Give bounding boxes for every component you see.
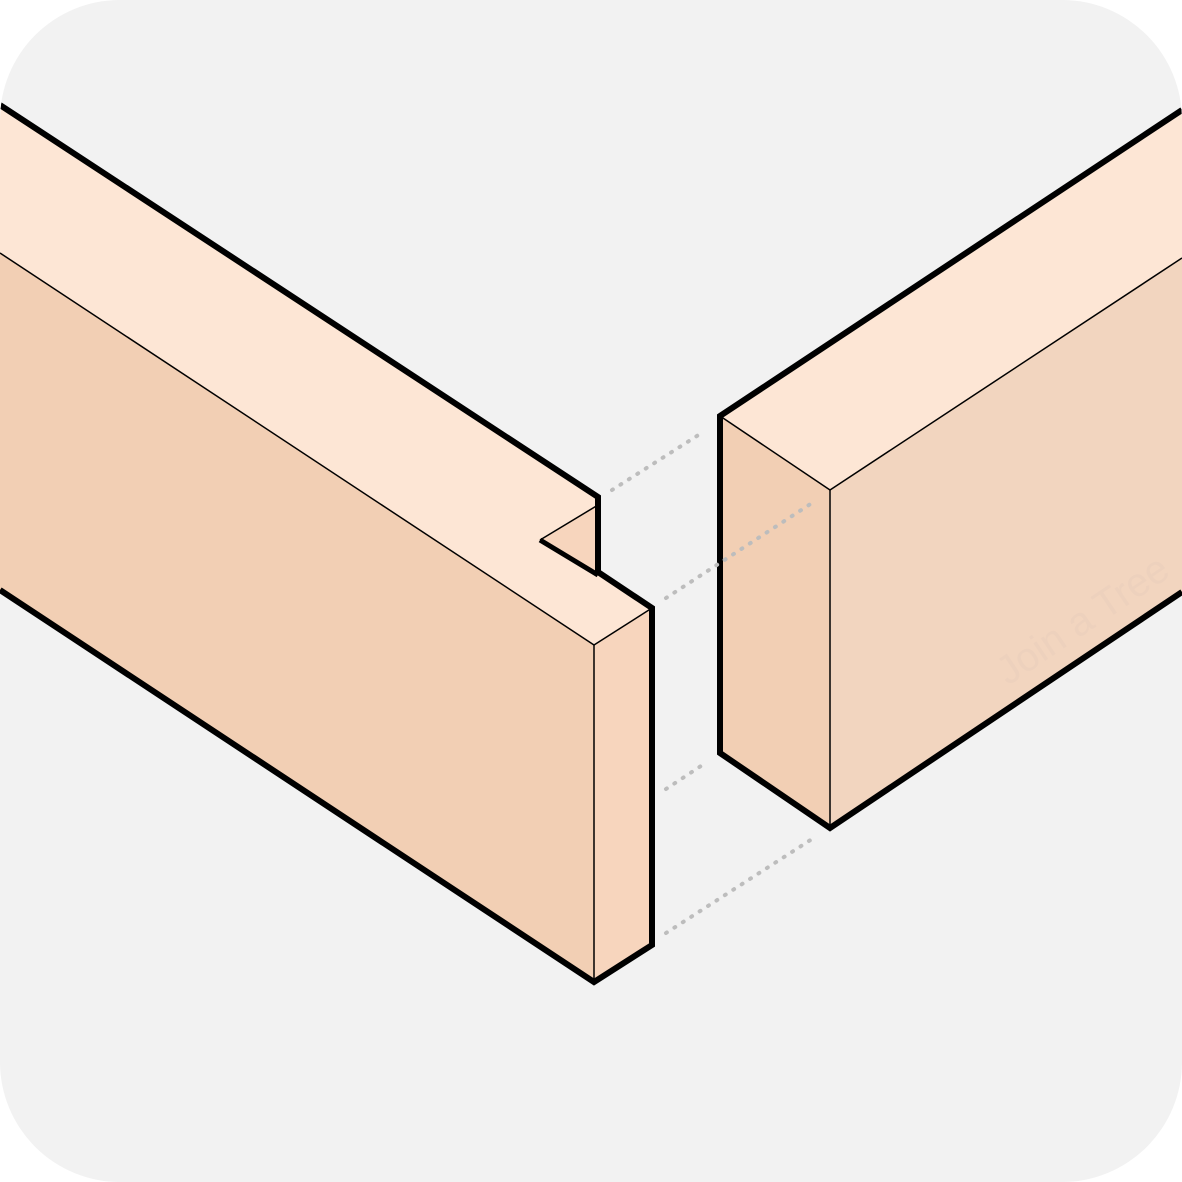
guide-line — [664, 501, 814, 600]
right-board-top-face — [720, 110, 1182, 490]
right-board-side-face — [830, 258, 1182, 828]
left-board-edge-line — [539, 504, 599, 541]
right-board-edge-line — [829, 257, 1182, 491]
alignment-guides — [610, 432, 814, 935]
left-board-outline — [0, 102, 655, 986]
guide-line — [610, 432, 702, 492]
left-board-rabbet-face — [540, 505, 598, 575]
left-board-rabbet-outline — [538, 537, 600, 578]
left-board-end-face — [594, 608, 652, 982]
right-board-end-face — [720, 416, 830, 828]
guide-line — [664, 762, 706, 791]
guide-line — [664, 837, 814, 935]
left-board-side-face — [0, 253, 594, 982]
left-board-top-face — [0, 105, 652, 645]
right-board-outline — [717, 107, 1182, 832]
left-board — [0, 102, 655, 986]
right-board-edge-line — [719, 415, 831, 491]
left-board-edge-line — [593, 607, 653, 646]
right-board — [717, 107, 1182, 832]
left-board-edge-line — [0, 252, 595, 646]
